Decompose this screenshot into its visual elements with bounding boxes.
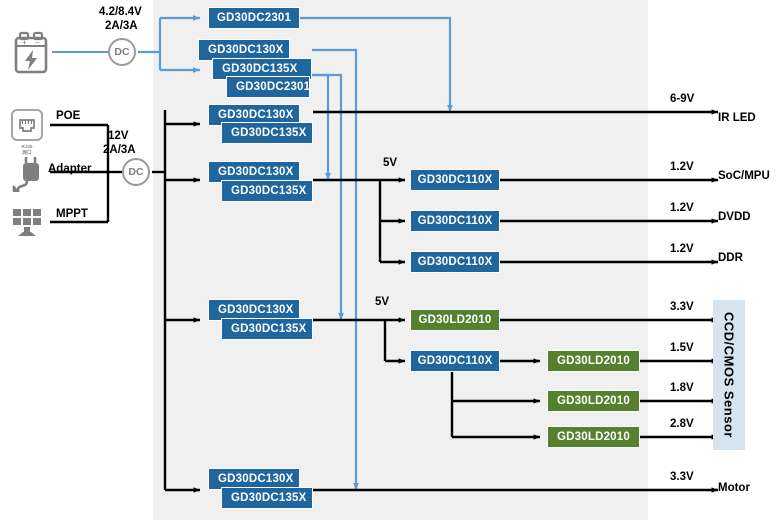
block-gd30dc110x-4[interactable]: GD30DC110X [410,350,500,372]
output-voltage-dvdd: 1.2V [670,202,694,214]
rj45-icon [11,109,43,141]
battery-rail-voltage: 4.2/8.4V [99,6,142,18]
block-gd30ld2010-2[interactable]: GD30LD2010 [547,350,640,372]
svg-text:+: + [22,38,27,47]
block-gd30dc110x-3[interactable]: GD30DC110X [410,251,500,273]
main-rail-current: 2A/3A [103,144,136,156]
block-gd30ld2010-4[interactable]: GD30LD2010 [547,426,640,448]
output-voltage-sensor-1v5: 1.5V [670,342,694,354]
output-load-motor: Motor [718,482,750,494]
output-voltage-motor: 3.3V [670,471,694,483]
output-voltage-sensor-3v3: 3.3V [670,301,694,313]
mppt-label: MPPT [56,208,88,220]
block-gd30dc130x-1[interactable]: GD30DC130X [198,39,290,61]
output-voltage-ir-led: 6-9V [670,93,695,105]
rail-label-5v-mid: 5V [375,296,390,308]
output-load-dvdd: DVDD [718,211,751,223]
main-dc-converter: DC [122,158,150,186]
main-rail-voltage: 12V [108,130,129,142]
block-gd30dc135x-1[interactable]: GD30DC135X [212,58,312,80]
adapter-icon [12,157,39,192]
ccd-cmos-sensor-label: CCD/CMOS Sensor [721,312,737,438]
output-voltage-soc: 1.2V [670,161,694,173]
adapter-label: Adapter [48,163,92,175]
block-gd30ld2010-1[interactable]: GD30LD2010 [410,309,500,331]
battery-rail-current: 2A/3A [105,20,138,32]
block-gd30dc110x-2[interactable]: GD30DC110X [410,210,500,232]
output-load-ddr: DDR [718,252,743,264]
rj45-caption: RJ45 网口 [21,144,33,156]
block-gd30dc110x-1[interactable]: GD30DC110X [410,169,500,191]
poe-label: POE [56,110,81,122]
output-load-ir-led: IR LED [718,112,756,124]
block-gd30dc135x-4[interactable]: GD30DC135X [221,318,313,340]
output-voltage-ddr: 1.2V [670,243,694,255]
output-load-soc: SoC/MPU [718,170,770,182]
output-voltage-sensor-2v8: 2.8V [670,418,694,430]
battery-dc-converter: DC [108,38,136,66]
output-voltage-sensor-1v8: 1.8V [670,382,694,394]
block-gd30dc2301-2[interactable]: GD30DC2301 [226,76,310,98]
rail-label-5v-top: 5V [383,157,398,169]
ccd-cmos-sensor-block: CCD/CMOS Sensor [713,300,745,450]
solar-panel-icon [13,209,41,236]
block-gd30dc135x-3[interactable]: GD30DC135X [221,180,313,202]
battery-icon: + – [14,31,48,74]
block-gd30ld2010-3[interactable]: GD30LD2010 [547,390,640,412]
block-gd30dc135x-2[interactable]: GD30DC135X [221,122,313,144]
block-gd30dc2301-top[interactable]: GD30DC2301 [208,7,300,29]
block-gd30dc135x-5[interactable]: GD30DC135X [221,487,313,509]
block-gd30dc130x-2[interactable]: GD30DC130X [208,104,300,126]
svg-text:–: – [35,38,40,47]
